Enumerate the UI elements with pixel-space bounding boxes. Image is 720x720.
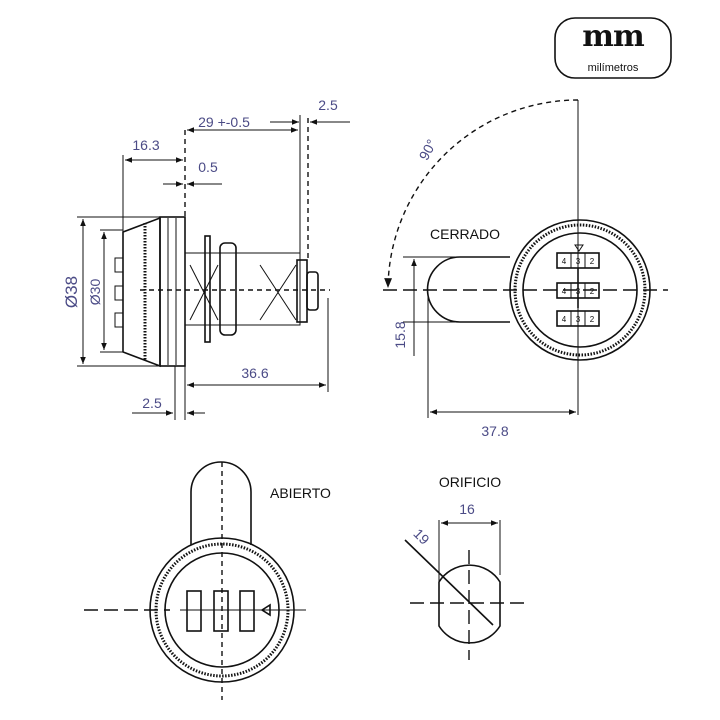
dial-digit: 3 [576, 257, 581, 266]
side-view: Ø38 Ø30 29 +-0.5 2.5 16.3 0.5 36.6 2.5 [62, 97, 350, 420]
dial-digit: 3 [576, 287, 581, 296]
logo-mark: mm [582, 19, 645, 54]
dim-gap: 0.5 [198, 159, 218, 175]
dim-body-length: 29 +-0.5 [198, 114, 250, 130]
dim-inner-diameter: Ø30 [87, 279, 103, 306]
outer-ring [509, 219, 651, 361]
dial-button [114, 285, 124, 301]
dial-digit: 2 [590, 315, 595, 324]
nut [219, 242, 237, 336]
dial-button [114, 312, 124, 328]
indicator-arrow-icon [574, 244, 584, 252]
dim-flat-width: 16 [459, 501, 475, 517]
hole-outline [438, 564, 501, 644]
dim-bolt-width: 15.8 [392, 321, 408, 348]
dial-button [114, 257, 124, 273]
washer [204, 235, 211, 343]
dial-digit: 4 [562, 257, 567, 266]
lock-body [184, 252, 301, 326]
bolt-open [190, 461, 252, 545]
logo-subtitle: milímetros [588, 62, 639, 74]
dim-front-depth: 16.3 [132, 137, 159, 153]
brand-logo: mm milímetros [554, 17, 672, 79]
dial-wheel [239, 590, 255, 632]
bolt-closed [426, 256, 510, 323]
dim-outer-diameter: Ø38 [62, 276, 81, 308]
dim-flange-thickness: 2.5 [142, 395, 162, 411]
label-open: ABIERTO [270, 485, 331, 501]
dial-digit: 2 [590, 287, 595, 296]
screw [306, 271, 319, 311]
knob-face [122, 216, 161, 368]
hole-view: ORIFICIO 16 19 [404, 474, 528, 660]
open-view: ABIERTO [84, 461, 331, 700]
dim-hole-diameter: 19 [410, 525, 432, 547]
indicator-arrow-icon [260, 603, 271, 617]
dial-digit: 2 [590, 257, 595, 266]
dial-digit: 4 [562, 315, 567, 324]
dial-digit: 4 [562, 287, 567, 296]
dial-digit: 3 [576, 315, 581, 324]
dim-overall-length: 36.6 [241, 365, 268, 381]
bezel-rim [159, 216, 186, 367]
rotation-arc [384, 99, 579, 289]
dim-bolt-reach: 37.8 [481, 423, 508, 439]
dim-rotation: 90° [416, 137, 440, 163]
dial-wheel [213, 590, 229, 632]
dial-wheel [186, 590, 202, 632]
dim-end-thickness: 2.5 [318, 97, 338, 113]
logo-frame [554, 17, 672, 79]
label-hole: ORIFICIO [439, 474, 501, 490]
end-plate [296, 259, 308, 323]
label-closed: CERRADO [430, 226, 500, 242]
